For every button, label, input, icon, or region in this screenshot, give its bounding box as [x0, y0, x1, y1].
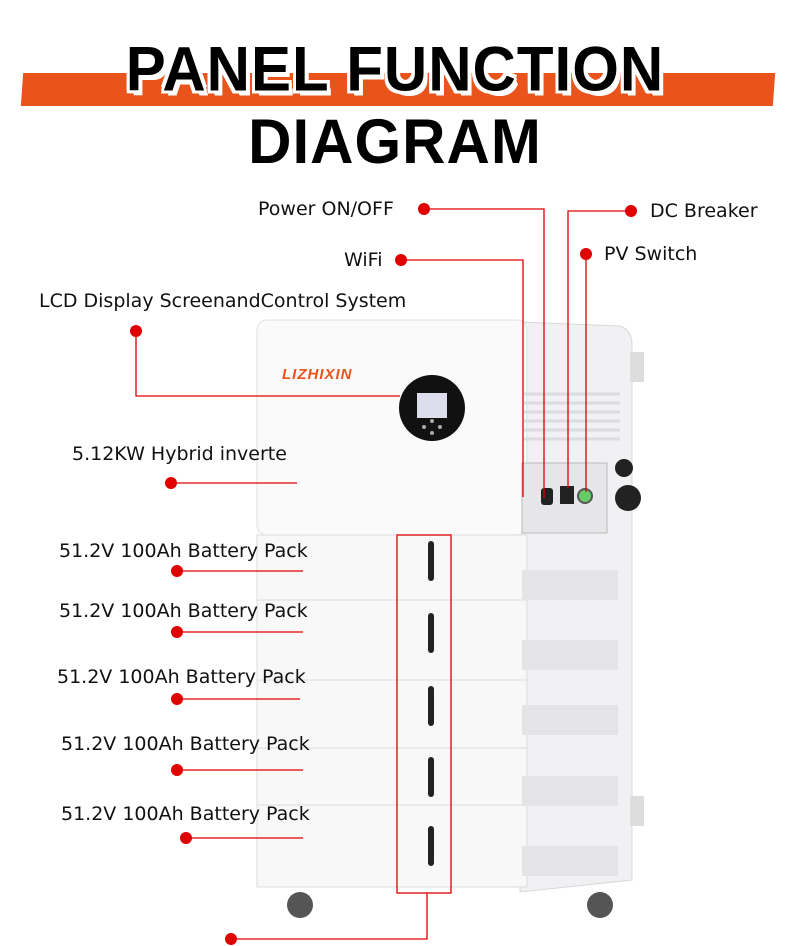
vent-grille	[524, 392, 620, 441]
unit-side	[519, 321, 644, 893]
label-lcd-display: LCD Display ScreenandControl System	[39, 290, 407, 312]
label-wifi: WiFi	[344, 249, 383, 271]
lcd-buttons	[422, 419, 442, 435]
side-connector	[615, 485, 641, 511]
label-power-onoff: Power ON/OFF	[258, 198, 394, 220]
page-title: PANEL FUNCTION DIAGRAM	[125, 33, 665, 177]
callout-lines	[135, 208, 631, 940]
label-battery-pack: 51.2V 100Ah Battery Pack	[57, 666, 306, 688]
dc-breaker	[560, 486, 574, 504]
battery-stack	[256, 534, 618, 918]
label-pv-switch: PV Switch	[604, 243, 698, 265]
callout-dots	[130, 203, 637, 945]
brand-logo: LIZHIXIN	[282, 366, 353, 383]
pv-switch	[577, 488, 593, 504]
label-battery-pack: 51.2V 100Ah Battery Pack	[61, 803, 310, 825]
label-battery-pack: 51.2V 100Ah Battery Pack	[59, 540, 308, 562]
power-switch	[541, 488, 553, 505]
label-battery-pack: 51.2V 100Ah Battery Pack	[61, 733, 310, 755]
label-hybrid-inverter: 5.12KW Hybrid inverte	[72, 443, 287, 465]
label-battery-pack: 51.2V 100Ah Battery Pack	[59, 600, 308, 622]
lcd-screen	[417, 393, 447, 418]
side-connector	[615, 459, 633, 477]
inverter-body	[256, 319, 528, 536]
label-dc-breaker: DC Breaker	[650, 200, 758, 222]
